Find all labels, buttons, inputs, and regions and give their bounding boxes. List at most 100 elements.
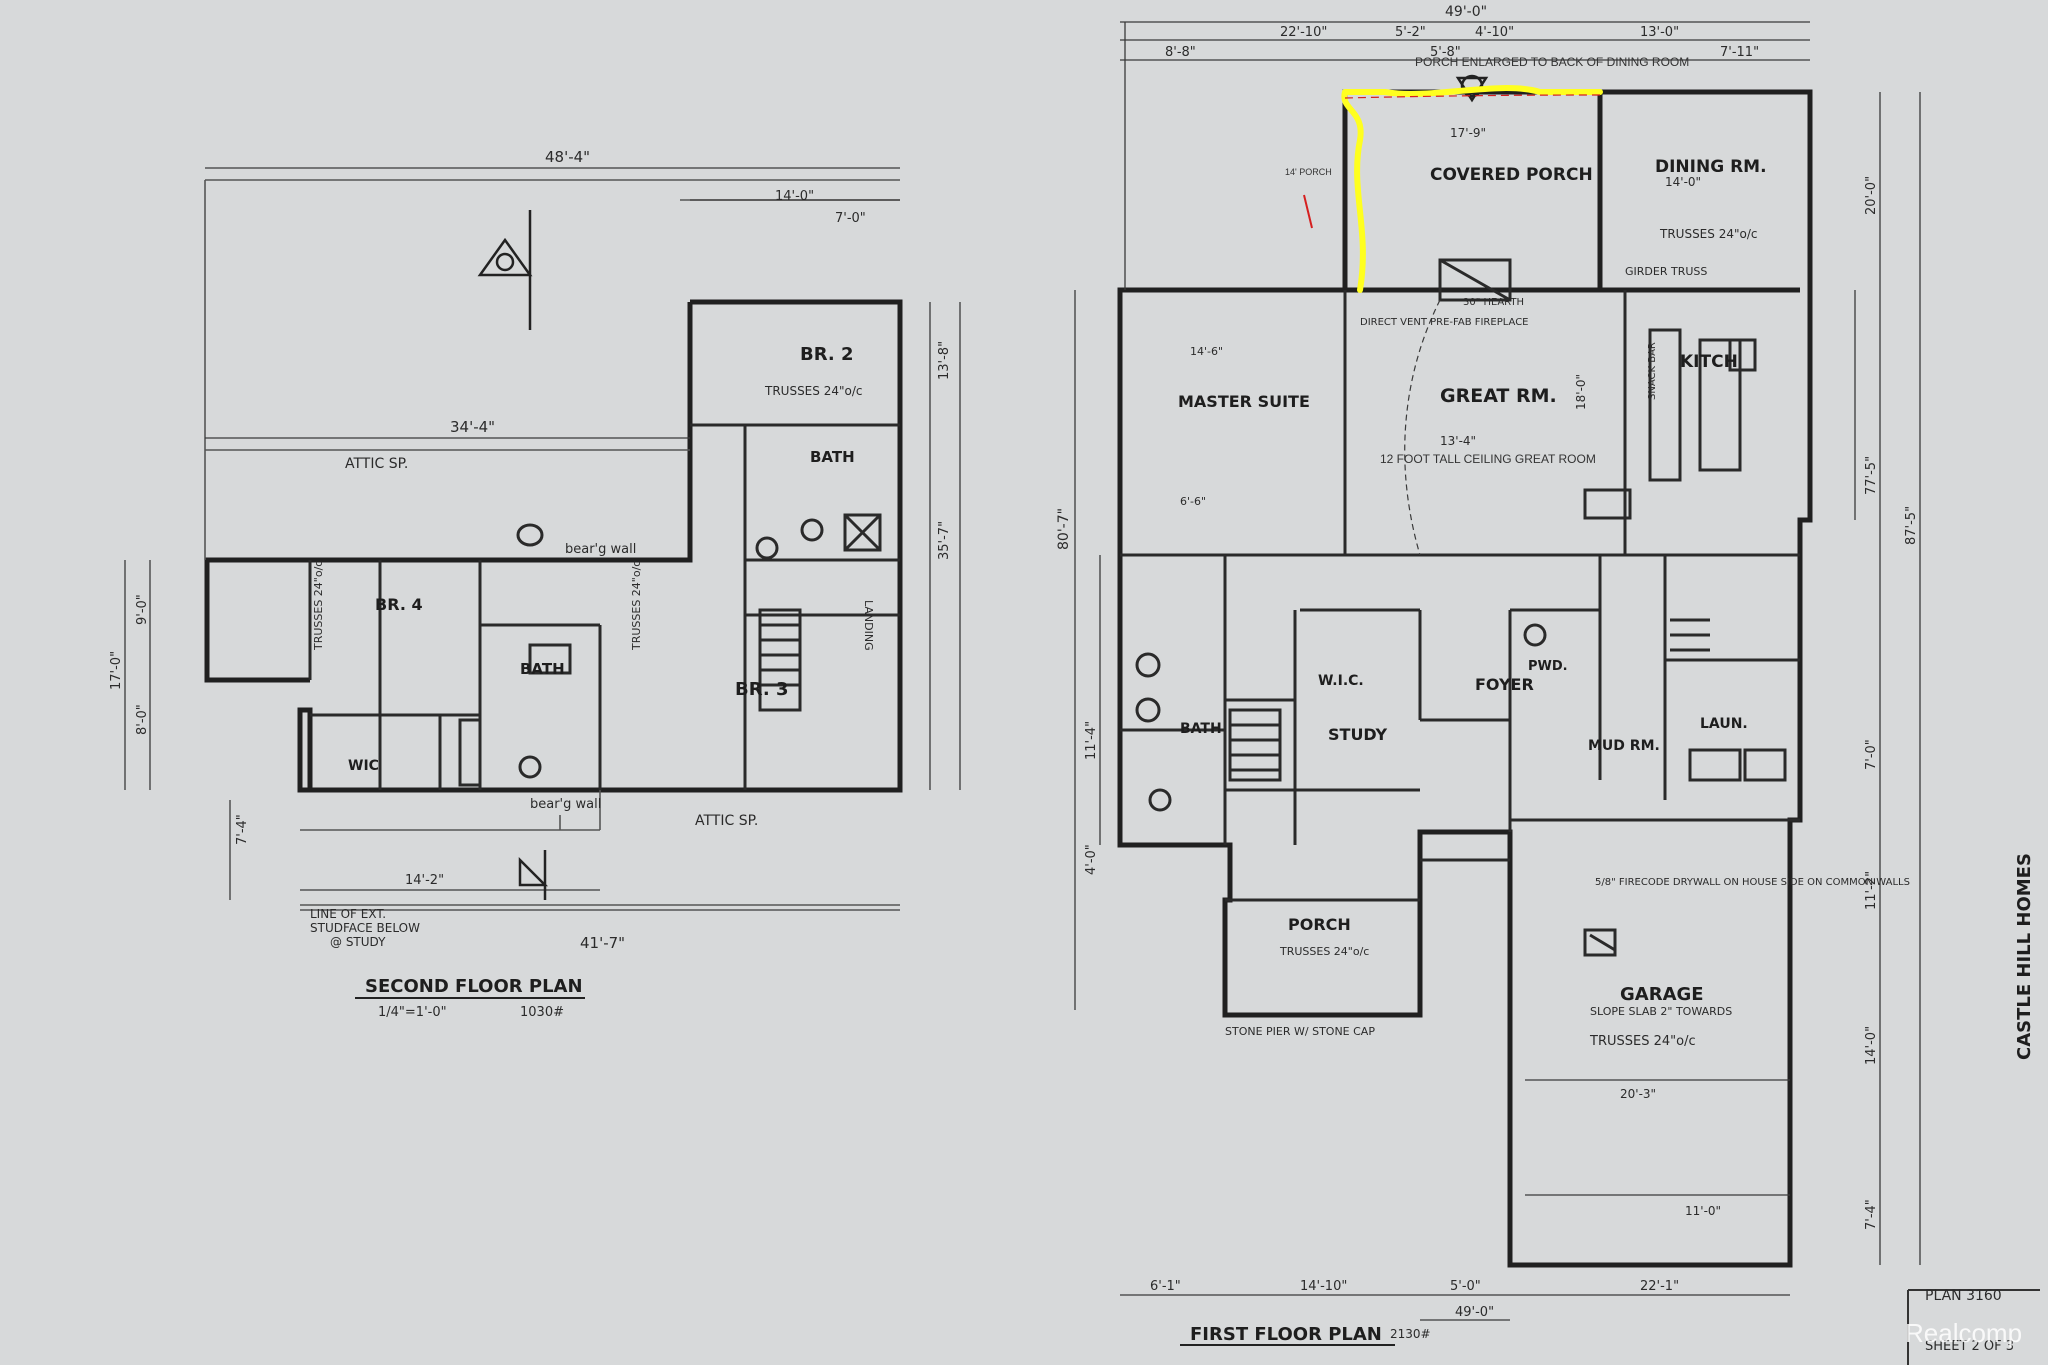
label-attic-a: ATTIC SP. [345, 456, 408, 472]
note-hearth: 30" HEARTH [1463, 297, 1524, 308]
label-landing: LANDING [862, 600, 875, 651]
dim-ff-master-14: 14'-6" [1190, 345, 1223, 358]
second-floor-scale: 1/4"=1'-0" [378, 1005, 447, 1020]
dim-ff-right-87: 87'-5" [1904, 506, 1919, 545]
second-floor-plan: BR. 2 BR. 3 BR. 4 BATH BATH WIC LANDING … [109, 148, 961, 1020]
dim-ff-top-22: 22'-10" [1280, 25, 1327, 40]
note-bearing-wall-b: bear'g wall [530, 797, 601, 812]
dim-sf-left-17: 17'-0" [109, 651, 124, 690]
room-label-bath: BATH [1180, 721, 1222, 737]
dim-ff-right-14: 14'-0" [1864, 1026, 1879, 1065]
dim-ff-top-5b: 5'-8" [1430, 45, 1461, 60]
room-label-study: STUDY [1328, 725, 1388, 744]
realcomp-watermark: Realcomp [1905, 1318, 2022, 1348]
dim-ff-bottom-6: 6'-1" [1150, 1279, 1181, 1294]
note-at-study: @ STUDY [330, 935, 386, 949]
dim-ff-great-13: 13'-4" [1440, 434, 1476, 448]
note-line-ext: LINE OF EXT. [310, 907, 386, 921]
dim-sf-top-14: 14'-0" [775, 189, 814, 204]
dim-ff-garage-20: 20'-3" [1620, 1087, 1656, 1101]
dim-ff-great-18: 18'-0" [1574, 374, 1588, 410]
note-trusses-c: TRUSSES 24"o/c [312, 561, 325, 651]
dim-ff-right-7: 7'-0" [1864, 739, 1879, 770]
dim-sf-left-9: 9'-0" [135, 594, 150, 625]
note-porch-depth: 14' PORCH [1285, 167, 1332, 177]
dim-sf-top-7: 7'-0" [835, 211, 866, 226]
room-label-pwd: PWD. [1528, 659, 1568, 674]
dim-sf-right-13: 13'-8" [937, 341, 952, 380]
first-floor-plan: COVERED PORCH DINING RM. GREAT RM. MASTE… [1056, 4, 1921, 1346]
note-trusses-a: TRUSSES 24"o/c [764, 384, 862, 398]
note-trusses-b: TRUSSES 24"o/c [630, 561, 643, 651]
first-floor-area: 2130# [1390, 1327, 1431, 1341]
second-floor-walls [204, 299, 903, 793]
second-floor-dim-lines [124, 167, 961, 911]
dim-ff-left-4: 4'-0" [1084, 844, 1099, 875]
second-floor-area: 1030# [520, 1005, 564, 1020]
porch-enlargement-highlight [1341, 85, 1603, 293]
room-label-foyer: FOYER [1475, 675, 1534, 694]
dim-sf-overall-top: 48'-4" [545, 148, 590, 166]
dim-ff-top-13: 13'-0" [1640, 25, 1679, 40]
dim-sf-attic-34: 34'-4" [450, 418, 495, 436]
vaulted-ceiling-arc [1404, 299, 1441, 556]
second-floor-north-arrow [477, 210, 533, 330]
dim-ff-bottom-22: 22'-1" [1640, 1279, 1679, 1294]
plan-number: PLAN 3160 [1925, 1288, 2002, 1304]
room-label-dining: DINING RM. [1655, 157, 1767, 177]
note-fireplace: DIRECT VENT PRE-FAB FIREPLACE [1360, 317, 1529, 328]
dim-ff-garage-11: 11'-0" [1685, 1204, 1721, 1218]
dim-ff-porch-17: 17'-9" [1450, 126, 1486, 140]
note-trusses-porch: TRUSSES 24"o/c [1279, 945, 1369, 958]
note-slope-slab: SLOPE SLAB 2" TOWARDS [1590, 1005, 1732, 1018]
dim-sf-bottom-41: 41'-7" [580, 934, 625, 952]
builder-name: CASTLE HILL HOMES [2014, 853, 2035, 1060]
dim-ff-bottom-5: 5'-0" [1450, 1279, 1481, 1294]
sheet-number: SHEET 2 OF 3 [1925, 1339, 2014, 1354]
note-trusses-garage: TRUSSES 24"o/c [1589, 1034, 1696, 1049]
dim-ff-top-5a: 5'-2" [1395, 25, 1426, 40]
dim-ff-right-11: 11'-2" [1864, 871, 1879, 910]
room-label-br2: BR. 2 [800, 344, 854, 365]
dim-sf-left-8: 8'-0" [135, 704, 150, 735]
second-floor-section-mark [518, 850, 549, 900]
room-label-kitchen: KITCH [1680, 352, 1738, 372]
dim-ff-top-4: 4'-10" [1475, 25, 1514, 40]
first-floor-partitions [1120, 258, 1800, 957]
room-label-br3: BR. 3 [735, 679, 789, 700]
room-label-bath-a: BATH [810, 448, 855, 466]
dim-ff-right-20: 20'-0" [1864, 176, 1879, 215]
note-bearing-wall-a: bear'g wall [565, 542, 636, 557]
dim-ff-top-7: 7'-11" [1720, 45, 1759, 60]
second-floor-outline [204, 179, 900, 906]
note-stud-face: STUDFACE BELOW [310, 921, 420, 935]
note-girder-truss: GIRDER TRUSS [1625, 265, 1707, 278]
dim-ff-dining-14: 14'-0" [1665, 175, 1701, 189]
label-attic-b: ATTIC SP. [695, 813, 758, 829]
room-label-mud: MUD RM. [1588, 738, 1660, 754]
room-label-covered-porch: COVERED PORCH [1430, 165, 1593, 185]
dim-ff-overall-top: 49'-0" [1445, 4, 1487, 20]
note-stone-pier: STONE PIER W/ STONE CAP [1225, 1025, 1375, 1038]
first-floor-title: FIRST FLOOR PLAN [1190, 1324, 1382, 1345]
dim-ff-bottom-49: 49'-0" [1455, 1305, 1494, 1320]
room-label-br4: BR. 4 [375, 595, 423, 614]
room-label-wic: W.I.C. [1318, 673, 1364, 689]
first-floor-walls [1117, 89, 1813, 1268]
dim-ff-right-77: 77'-5" [1864, 456, 1879, 495]
second-floor-title: SECOND FLOOR PLAN [365, 976, 583, 997]
room-label-wic: WIC [348, 758, 379, 774]
porch-red-markup [1344, 94, 1601, 99]
dim-sf-right-35: 35'-7" [937, 521, 952, 560]
room-label-master: MASTER SUITE [1178, 392, 1310, 411]
note-firecode: 5/8" FIRECODE DRYWALL ON HOUSE SIDE ON C… [1595, 877, 1910, 888]
note-ceiling-height: 12 FOOT TALL CEILING GREAT ROOM [1380, 452, 1596, 466]
dim-ff-top-8: 8'-8" [1165, 45, 1196, 60]
room-label-garage: GARAGE [1620, 984, 1704, 1005]
dim-ff-left-80: 80'-7" [1056, 508, 1072, 550]
room-label-porch: PORCH [1288, 915, 1351, 934]
note-trusses-dining: TRUSSES 24"o/c [1659, 227, 1757, 241]
dim-ff-master-6: 6'-6" [1180, 495, 1206, 508]
